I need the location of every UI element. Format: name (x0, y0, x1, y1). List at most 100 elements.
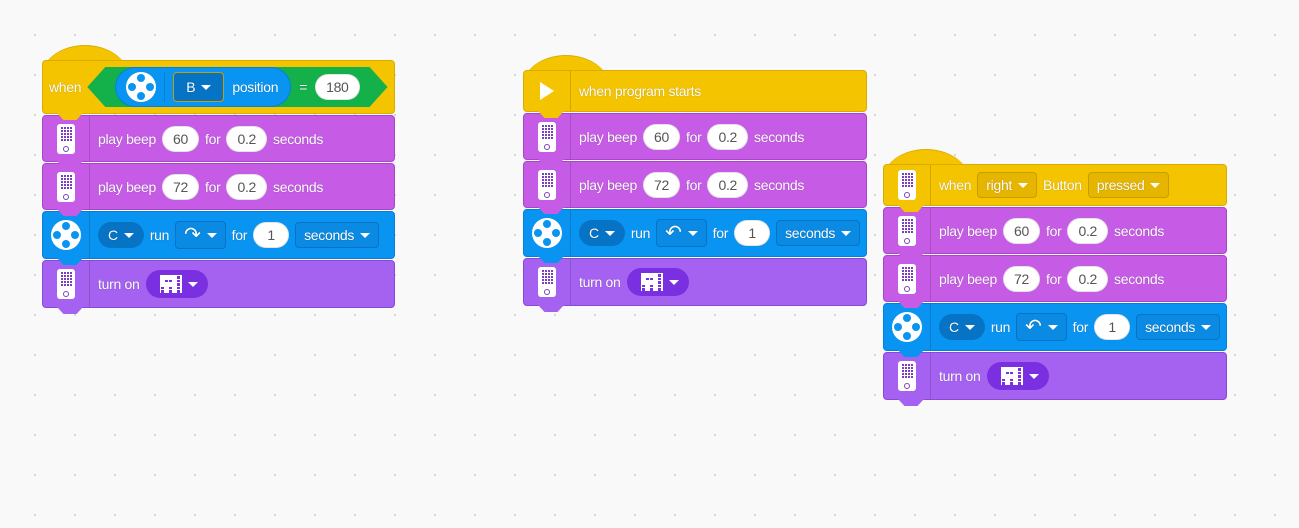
event-hat-block[interactable]: when right Button pressed (883, 149, 1228, 206)
block-label: play beep (939, 270, 998, 287)
dropdown-c[interactable]: C (579, 220, 625, 246)
play-icon-area (524, 71, 571, 111)
motor-icon (126, 72, 156, 102)
block-label: when program starts (579, 83, 701, 99)
dropdown-seconds[interactable]: seconds (776, 220, 861, 246)
light-matrix-icon (159, 275, 182, 293)
block-label: seconds (1114, 222, 1165, 239)
motor-icon (51, 220, 81, 250)
port-dropdown[interactable]: B (173, 72, 224, 102)
light-matrix-icon (1000, 367, 1023, 385)
hub-icon (898, 263, 916, 294)
light-matrix-dropdown[interactable] (145, 270, 208, 298)
block-label: for (1046, 270, 1062, 287)
hub-icon-area (524, 162, 571, 207)
block-label: play beep (98, 130, 157, 147)
number-input[interactable]: 0.2 (707, 171, 749, 198)
operator-label: = (299, 79, 308, 95)
number-input[interactable]: 1 (253, 222, 290, 248)
number-input[interactable]: 0.2 (1067, 265, 1109, 292)
block-label: run (990, 319, 1011, 335)
direction-dropdown[interactable]: ↷ (175, 221, 226, 249)
dropdown-seconds[interactable]: seconds (1136, 314, 1221, 340)
direction-dropdown[interactable]: ↶ (1016, 313, 1067, 341)
block-label: when (49, 79, 82, 95)
hub-icon-area (884, 208, 931, 253)
direction-dropdown[interactable]: ↶ (656, 219, 707, 247)
motor-icon (532, 218, 562, 248)
dropdown-c[interactable]: C (98, 222, 144, 248)
block-label: turn on (579, 274, 621, 290)
number-input[interactable]: 60 (162, 125, 200, 152)
dropdown-right[interactable]: right (977, 172, 1038, 198)
number-input[interactable]: 60 (1003, 217, 1041, 244)
hub-icon (57, 171, 75, 202)
sound-block[interactable]: play beep 72 for 0.2 seconds (883, 255, 1228, 302)
block-label: for (205, 130, 221, 147)
chevron-down-icon (604, 230, 615, 236)
chevron-down-icon (123, 232, 134, 238)
chevron-down-icon (1150, 182, 1161, 188)
number-input[interactable]: 0.2 (1067, 217, 1109, 244)
event-hat-block[interactable]: when program starts (523, 55, 868, 112)
sound-block[interactable]: play beep 60 for 0.2 seconds (42, 115, 395, 162)
number-input[interactable]: 0.2 (226, 173, 268, 200)
block-label: run (149, 227, 170, 243)
hub-icon-area (43, 164, 90, 209)
block-label: seconds (1114, 270, 1165, 287)
rotate-clockwise-icon: ↷ (184, 224, 201, 246)
block-label: for (1072, 319, 1089, 335)
block-label: when (939, 177, 972, 193)
number-input[interactable]: 72 (162, 173, 200, 200)
dropdown-seconds[interactable]: seconds (295, 222, 380, 248)
hub-icon (538, 267, 556, 297)
block-label: for (231, 227, 248, 243)
light-block[interactable]: turn on (42, 260, 395, 308)
value-input[interactable]: 180 (315, 74, 359, 100)
number-input[interactable]: 1 (1094, 314, 1131, 340)
number-input[interactable]: 1 (734, 220, 771, 246)
hub-icon (898, 170, 916, 200)
dropdown-value: C (108, 227, 118, 243)
block-label: turn on (939, 368, 981, 384)
dropdown-value: C (949, 319, 959, 335)
chevron-down-icon (1201, 324, 1212, 330)
block-label: seconds (273, 130, 324, 147)
dropdown-value: right (986, 177, 1013, 193)
number-input[interactable]: 0.2 (226, 125, 268, 152)
hub-icon (898, 361, 916, 391)
block-label: for (712, 225, 729, 241)
dropdown-pressed[interactable]: pressed (1087, 172, 1170, 198)
motor-icon-area (884, 304, 931, 350)
number-input[interactable]: 72 (643, 171, 681, 198)
hub-icon-area (884, 353, 931, 399)
block-label: for (686, 128, 702, 145)
number-input[interactable]: 72 (1003, 265, 1041, 292)
chevron-down-icon (964, 324, 975, 330)
light-block[interactable]: turn on (523, 258, 868, 306)
light-matrix-dropdown[interactable] (626, 268, 689, 296)
dropdown-value: seconds (304, 227, 355, 243)
block-label: Button (1043, 177, 1082, 193)
block-label: play beep (939, 222, 998, 239)
play-icon (540, 82, 554, 100)
light-matrix-dropdown[interactable] (986, 362, 1049, 390)
script-stack-button[interactable]: when right Button pressed play beep 60 for 0.2 s… (883, 149, 1228, 401)
dropdown-c[interactable]: C (939, 314, 985, 340)
number-input[interactable]: 0.2 (707, 123, 749, 150)
hub-icon (57, 269, 75, 299)
light-block[interactable]: turn on (883, 352, 1228, 400)
number-input[interactable]: 60 (643, 123, 681, 150)
